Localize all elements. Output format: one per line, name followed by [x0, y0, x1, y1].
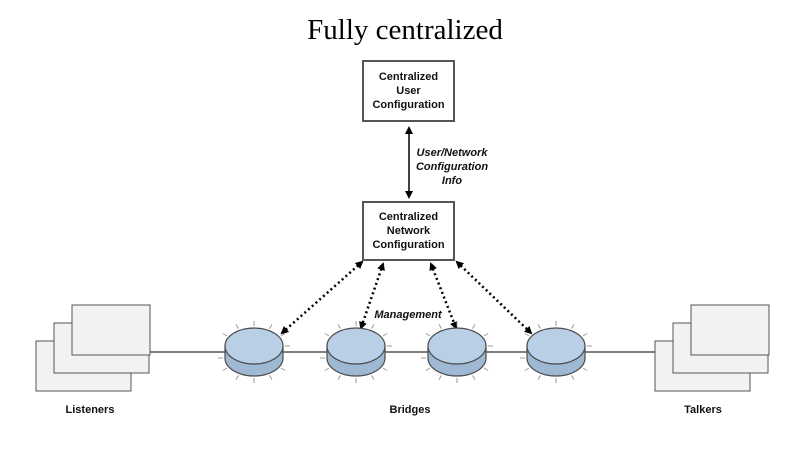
- talkers-stack: [654, 304, 770, 392]
- bridge-port-ticks: [320, 321, 392, 383]
- management-arrow-2: [359, 262, 385, 330]
- management-arrow-3: [429, 262, 458, 330]
- centralized-user-configuration-box: Centralized User Configuration: [362, 60, 455, 122]
- listeners-stack: [35, 304, 151, 392]
- bridge-port-ticks: [218, 321, 290, 383]
- listeners-label: Listeners: [65, 404, 115, 416]
- centralized-network-configuration-box: Centralized Network Configuration: [362, 201, 455, 261]
- diagram-title: Fully centralized: [307, 14, 503, 46]
- talker-station-front: [690, 304, 770, 356]
- uni-info-label: User/Network Configuration Info: [415, 147, 489, 187]
- bridge-3: [421, 321, 493, 383]
- listener-station-front: [71, 304, 151, 356]
- management-label: Management: [374, 309, 442, 321]
- bridge-port-ticks: [421, 321, 493, 383]
- management-arrow-4: [455, 260, 533, 335]
- management-arrow-1: [280, 260, 364, 335]
- bridge-top: [526, 327, 586, 365]
- bridge-2: [320, 321, 392, 383]
- bridge-1: [218, 321, 290, 383]
- bridge-top: [326, 327, 386, 365]
- bridge-top: [224, 327, 284, 365]
- bridge-4: [520, 321, 592, 383]
- bridges-label: Bridges: [389, 404, 431, 416]
- bridge-port-ticks: [520, 321, 592, 383]
- talkers-label: Talkers: [684, 404, 722, 416]
- bridge-top: [427, 327, 487, 365]
